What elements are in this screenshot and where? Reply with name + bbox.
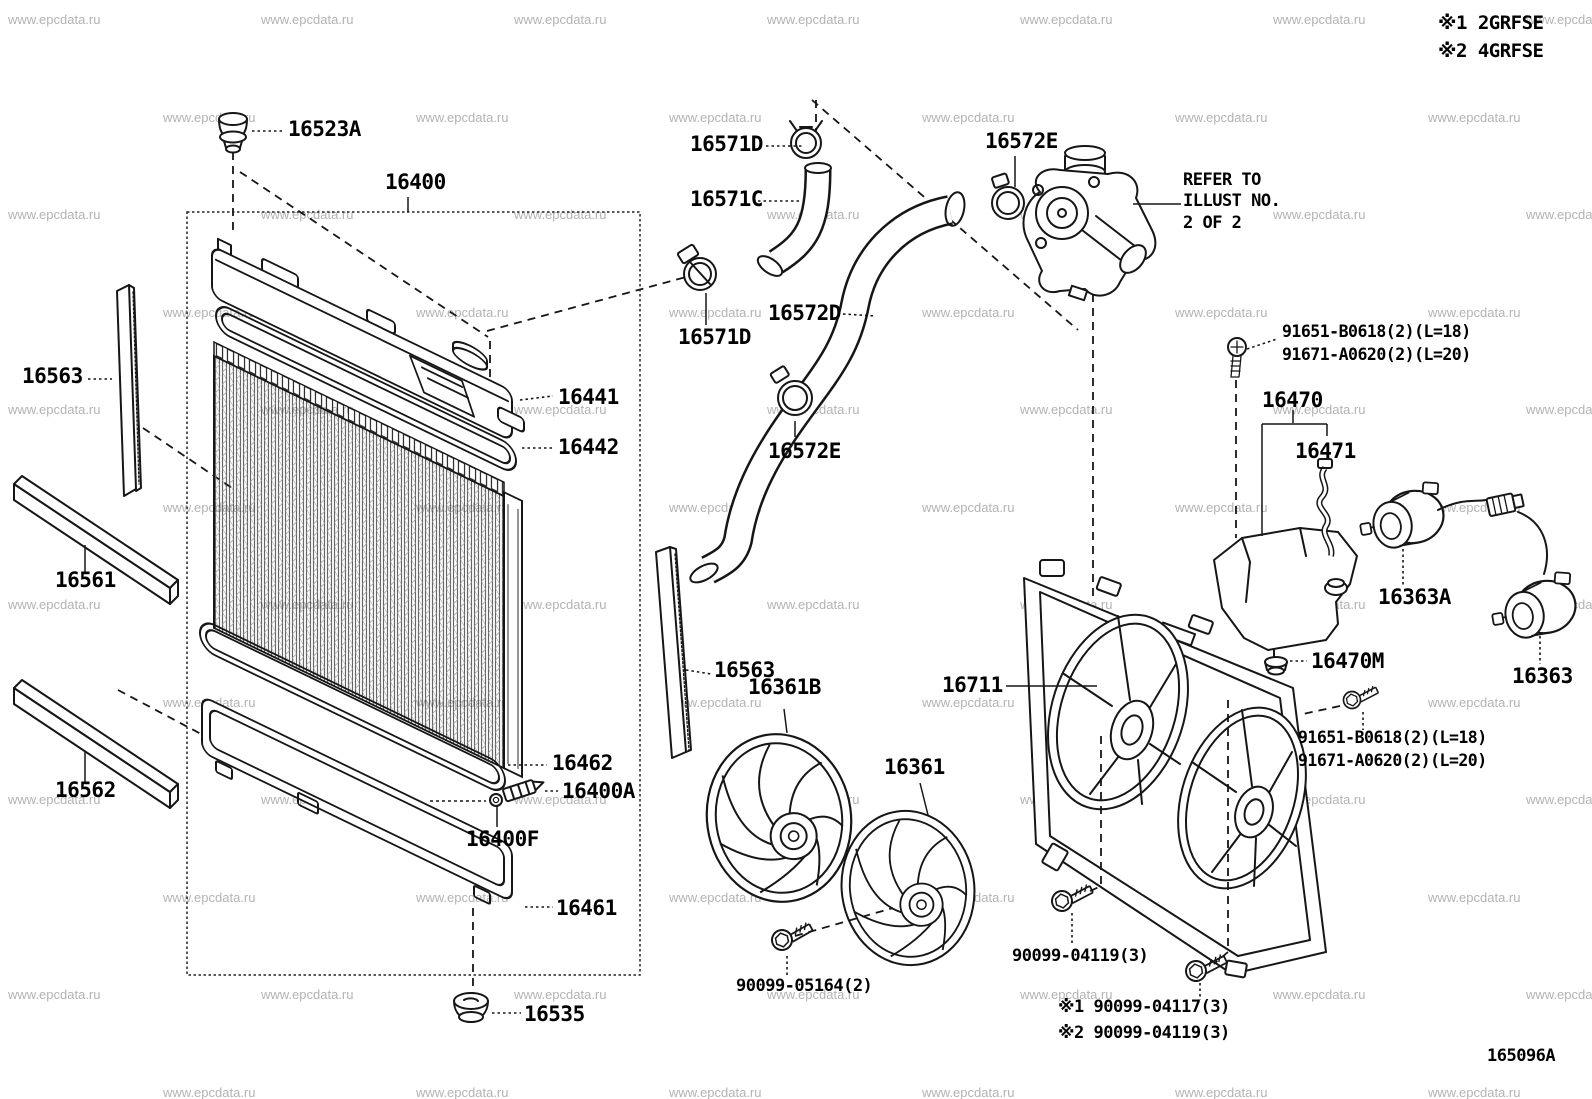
reserve-tank-cap-16470M-part <box>1264 656 1288 676</box>
fan-motor-16363-part <box>1485 568 1582 645</box>
part-label-90099-04119-note: ※2 90099-04119(3) <box>1058 1023 1230 1043</box>
part-label-16572E-lower: 16572E <box>768 439 841 463</box>
engine-note-1: ※1 2GRFSE <box>1438 12 1544 34</box>
part-label-16363A: 16363A <box>1378 585 1451 609</box>
fan-motor-16363A-part <box>1353 478 1450 555</box>
seal-16563-right-part <box>655 546 692 759</box>
part-label-90099-05164: 90099-05164(2) <box>736 976 873 996</box>
part-label-16561: 16561 <box>55 568 116 592</box>
fan-16361B-part <box>694 723 864 913</box>
part-label-16563-right: 16563 <box>714 658 775 682</box>
water-inlet-housing-part <box>1022 145 1157 302</box>
radiator-cap-16523A-part <box>218 112 248 154</box>
part-label-16535: 16535 <box>524 1002 585 1026</box>
hose-16572D-part <box>689 191 966 584</box>
part-label-16462: 16462 <box>552 751 613 775</box>
bolt-90099-05164-part <box>768 920 817 953</box>
part-label-16523A: 16523A <box>288 117 361 141</box>
clamp-16571D-lower-part <box>676 243 717 291</box>
screw-91651-upper-part <box>1227 337 1247 378</box>
figure-code: 165096A <box>1487 1046 1556 1066</box>
drain-cock-oring-16400F-part <box>489 793 503 807</box>
drain-plug-16535-part <box>453 992 489 1023</box>
reserve-tank-bracket-lines <box>1261 410 1328 536</box>
part-label-16572D: 16572D <box>768 301 841 325</box>
screw-91651-lower-part <box>1341 684 1382 711</box>
part-label-16571C: 16571C <box>690 187 763 211</box>
part-label-16441: 16441 <box>558 385 619 409</box>
seal-16561-part <box>13 475 179 605</box>
leader-lines <box>84 130 1541 1014</box>
part-label-16471: 16471 <box>1295 439 1356 463</box>
part-label-16461: 16461 <box>556 896 617 920</box>
part-label-16363: 16363 <box>1512 664 1573 688</box>
radiator-lower-tank-part <box>201 698 513 905</box>
engine-note-2: ※2 4GRFSE <box>1438 40 1544 62</box>
part-label-16572E-upper: 16572E <box>985 129 1058 153</box>
part-label-16571D-upper: 16571D <box>690 132 763 156</box>
part-label-16563-left: 16563 <box>22 364 83 388</box>
part-label-16562: 16562 <box>55 778 116 802</box>
part-label-91651-lower: 91651-B0618(2)(L=18) <box>1298 728 1487 747</box>
part-label-16400A: 16400A <box>562 779 635 803</box>
part-label-16442: 16442 <box>558 435 619 459</box>
fan-16361-part <box>830 801 986 975</box>
clamp-16571D-upper-part <box>789 120 823 159</box>
part-label-16361B: 16361B <box>748 675 821 699</box>
part-label-90099-04119: 90099-04119(3) <box>1012 946 1149 966</box>
clamp-16572E-lower-part <box>769 365 813 416</box>
radiator-upper-tank-part <box>211 237 525 439</box>
part-label-91671-lower: 91671-A0620(2)(L=20) <box>1298 751 1487 770</box>
bolt-90099-04119-part <box>1049 882 1097 914</box>
part-label-91651-upper: 91651-B0618(2)(L=18) <box>1282 322 1471 341</box>
part-label-16361: 16361 <box>884 755 945 779</box>
radiator-gasket-16442-part <box>215 306 517 471</box>
part-label-16470: 16470 <box>1262 388 1323 412</box>
radiator-gasket-16462-part <box>199 622 506 791</box>
part-label-16400: 16400 <box>385 170 446 194</box>
seal-16563-left-part <box>116 284 142 497</box>
motor-wiring-harness <box>1437 492 1548 575</box>
part-label-91671-upper: 91671-A0620(2)(L=20) <box>1282 345 1471 364</box>
reserve-tank-16470-part <box>1213 527 1358 659</box>
refer-note-line1: REFER TO <box>1183 170 1261 190</box>
part-label-16470M: 16470M <box>1311 649 1384 673</box>
refer-note-line3: 2 OF 2 <box>1183 213 1242 233</box>
refer-note-line2: ILLUST NO. <box>1183 191 1281 211</box>
part-label-16400F: 16400F <box>466 827 539 851</box>
radiator-core-part <box>213 340 523 779</box>
clamp-16572E-upper-part <box>991 172 1025 220</box>
reserve-hose-16471-part <box>1316 458 1335 557</box>
radiator-assembly-box <box>186 211 641 976</box>
hose-16571C-part <box>756 162 832 277</box>
seal-16562-part <box>13 679 179 809</box>
fan-shroud-16711-part <box>1023 559 1327 979</box>
part-label-90099-04117-note: ※1 90099-04117(3) <box>1058 997 1230 1017</box>
drain-cock-16400A-part <box>502 779 545 803</box>
part-label-16711: 16711 <box>942 673 1003 697</box>
part-label-16571D-lower: 16571D <box>678 325 751 349</box>
